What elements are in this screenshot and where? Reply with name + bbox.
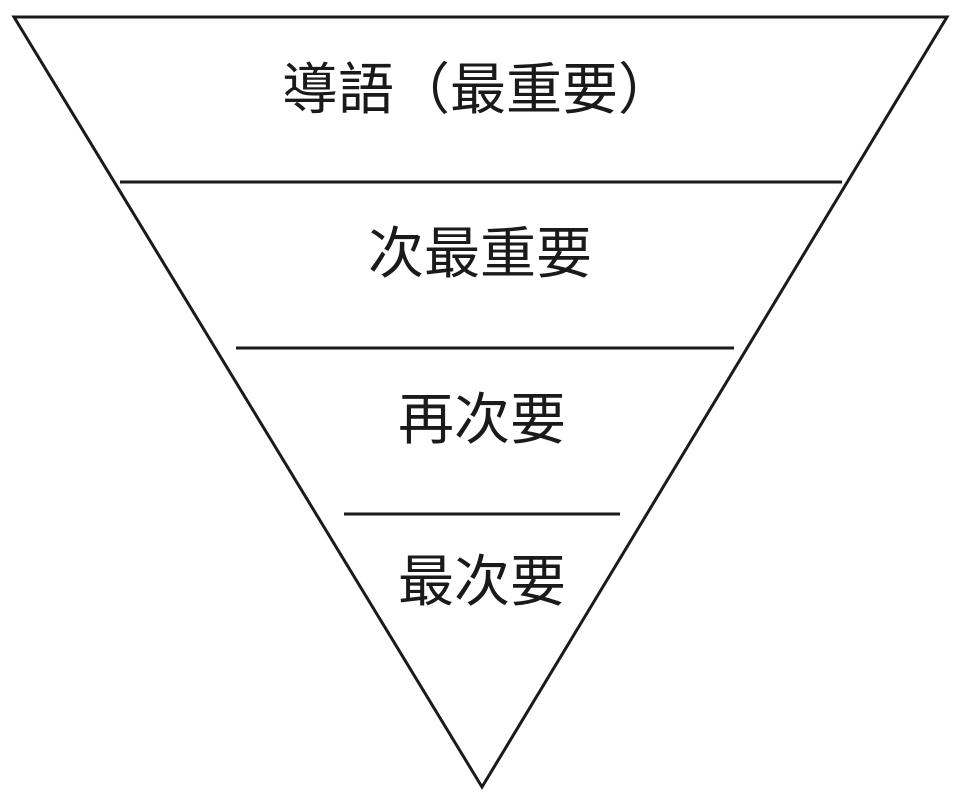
level-label-second: 次最重要 bbox=[368, 222, 592, 287]
pyramid-outline bbox=[11, 15, 950, 790]
level-label-least: 最次要 bbox=[398, 550, 566, 615]
level-label-third: 再次要 bbox=[398, 388, 566, 453]
level-label-lead: 導語（最重要） bbox=[282, 58, 674, 123]
